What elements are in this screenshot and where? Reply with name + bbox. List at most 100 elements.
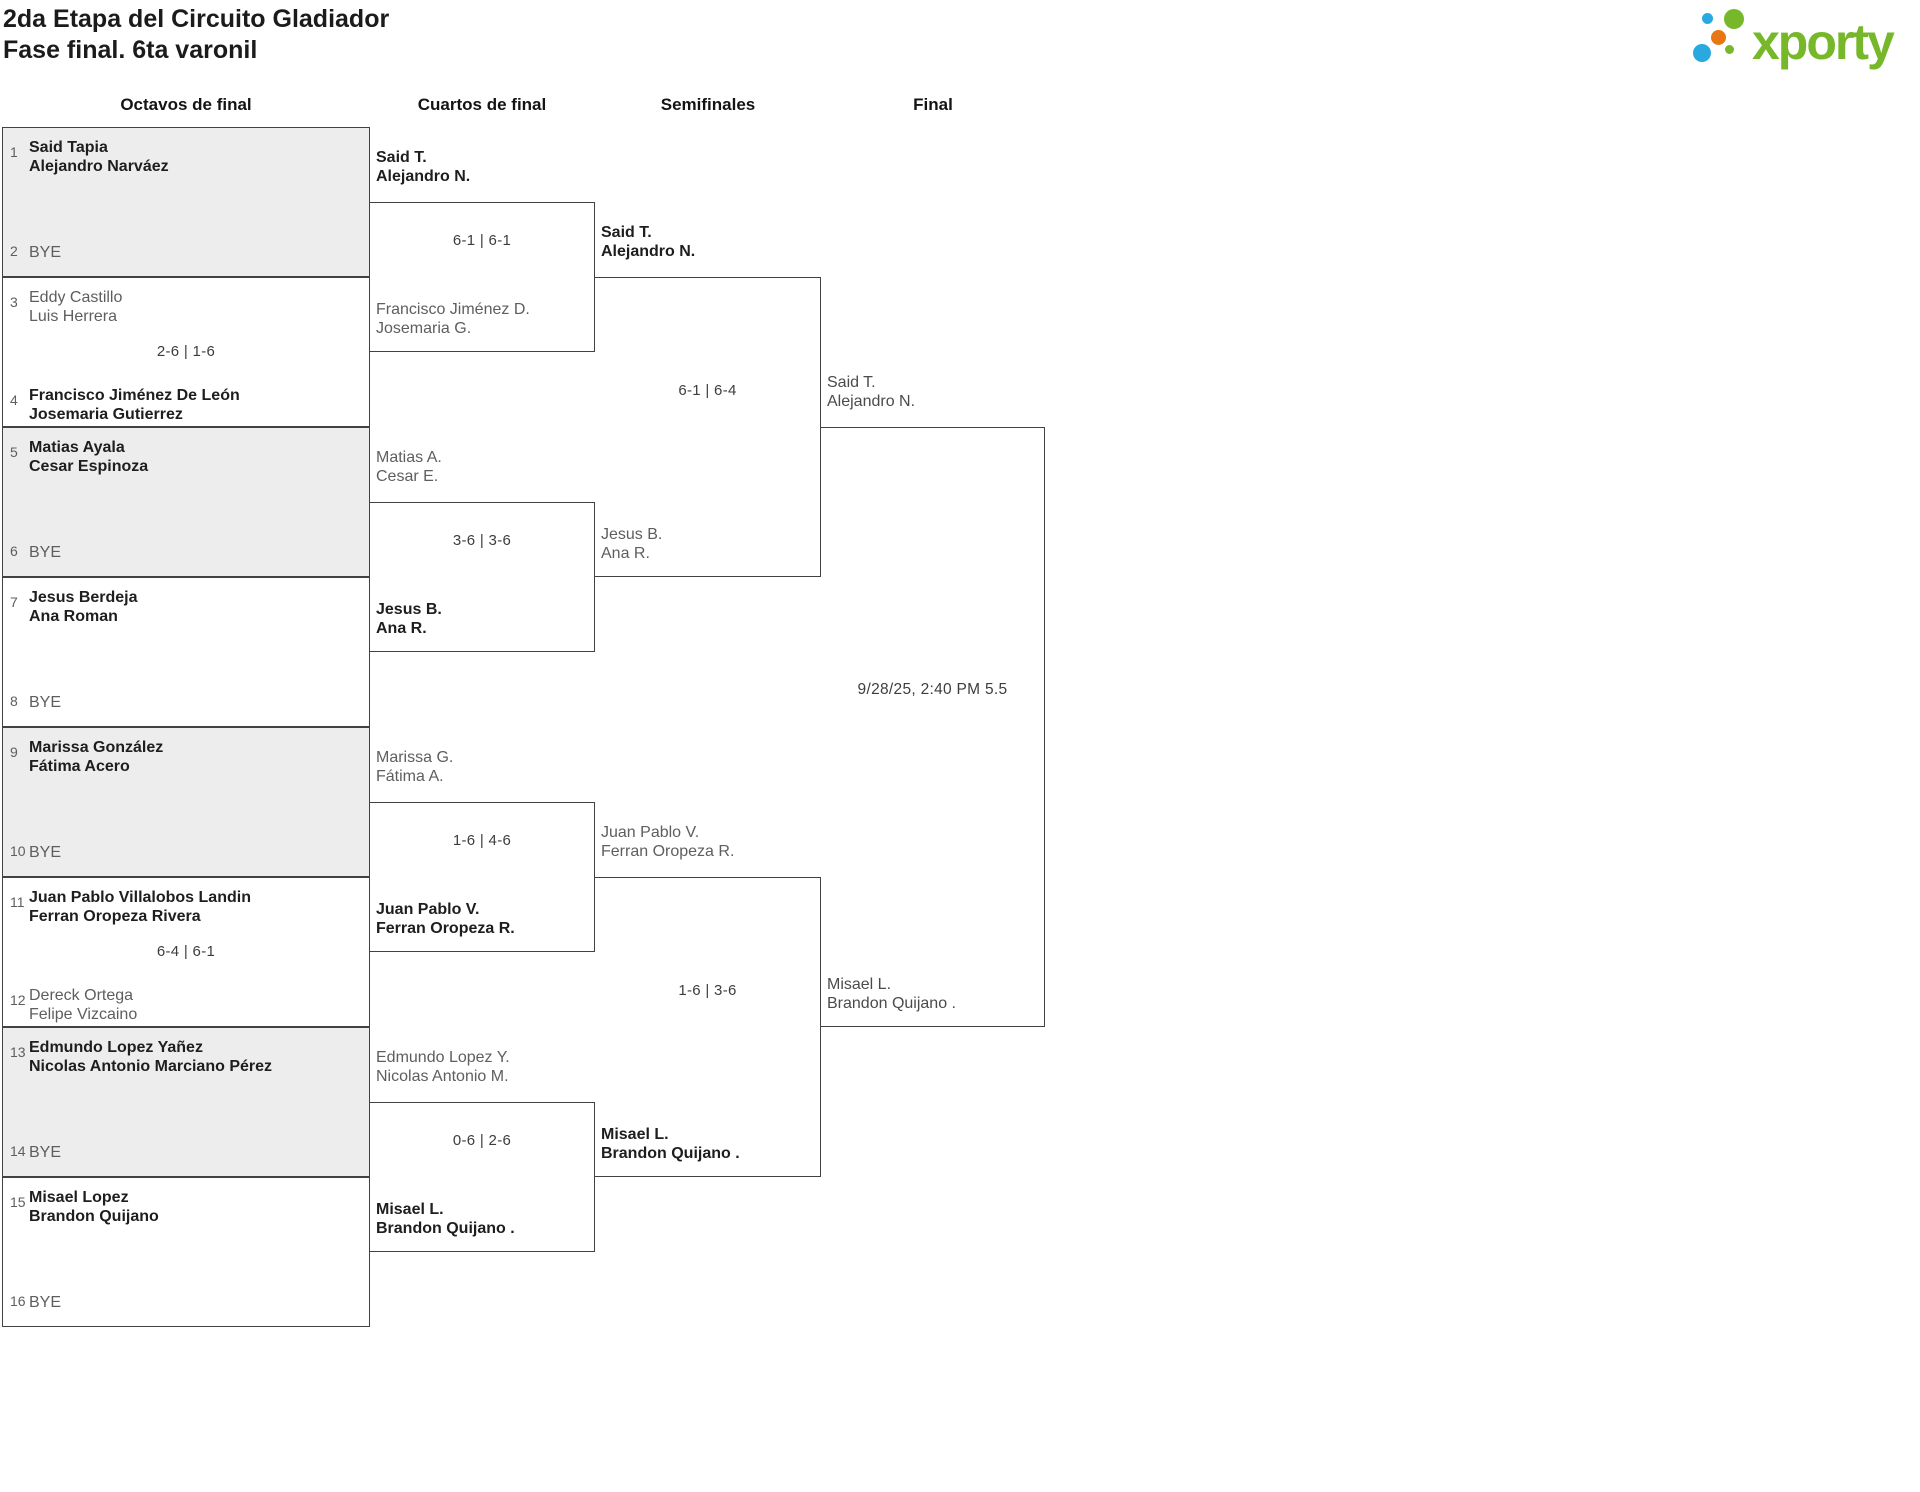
team-name: Ana Roman <box>29 608 118 625</box>
seed-number: 3 <box>10 294 18 310</box>
page-title: 2da Etapa del Circuito Gladiador <box>3 5 390 33</box>
team-name: Cesar Espinoza <box>29 458 149 475</box>
team-name: Edmundo Lopez Yañez <box>29 1039 203 1056</box>
match-score: 1-6 | 4-6 <box>452 832 512 849</box>
team-name: Brandon Quijano . <box>827 995 956 1012</box>
team-name: Ferran Oropeza Rivera <box>29 908 201 925</box>
team-name: Felipe Vizcaino <box>29 1006 138 1023</box>
team-name: Ana R. <box>376 620 427 637</box>
team-name: Misael L. <box>601 1126 669 1143</box>
match-score: 6-4 | 6-1 <box>156 943 216 960</box>
team-name: Edmundo Lopez Y. <box>376 1049 510 1066</box>
seed-number: 15 <box>10 1194 26 1210</box>
match-box-octavos-5: 9 Marissa González Fátima Acero 10 BYE <box>2 727 370 877</box>
seed-number: 10 <box>10 843 26 859</box>
team-name: Ferran Oropeza R. <box>376 920 515 937</box>
match-score: 2-6 | 1-6 <box>156 343 216 360</box>
seed-number: 12 <box>10 992 26 1008</box>
team-name: Francisco Jiménez D. <box>376 301 530 318</box>
team-name: Fátima A. <box>376 768 444 785</box>
match-score: 6-1 | 6-1 <box>452 232 512 249</box>
logo-dot-blue-small <box>1702 13 1713 24</box>
seed-number: 4 <box>10 392 18 408</box>
team-name: Nicolas Antonio Marciano Pérez <box>29 1058 273 1075</box>
match-box-octavos-3: 5 Matias Ayala Cesar Espinoza 6 BYE <box>2 427 370 577</box>
team-name: Cesar E. <box>376 468 439 485</box>
seed-number: 16 <box>10 1293 26 1309</box>
bye-label: BYE <box>29 1294 62 1311</box>
team-name: Juan Pablo V. <box>376 901 480 918</box>
match-box-octavos-8: 15 Misael Lopez Brandon Quijano 16 BYE <box>2 1177 370 1327</box>
match-box-cuartos-2: Matias A. Cesar E. 3-6 | 3-6 Jesus B. An… <box>370 449 595 652</box>
team-name: Alejandro N. <box>376 168 471 185</box>
team-name: Said T. <box>827 374 876 391</box>
seed-number: 7 <box>10 594 18 610</box>
bye-label: BYE <box>29 544 62 561</box>
match-box-semifinal-2: Juan Pablo V. Ferran Oropeza R. 1-6 | 3-… <box>595 824 821 1177</box>
match-box-final: Said T. Alejandro N. 9/28/25, 2:40 PM 5.… <box>821 374 1045 1027</box>
team-name: Alejandro N. <box>601 243 696 260</box>
match-box-cuartos-1: Said T. Alejandro N. 6-1 | 6-1 Francisco… <box>370 149 595 352</box>
logo-dot-green-small <box>1725 45 1734 54</box>
team-name: Jesus B. <box>376 601 442 618</box>
round-header-octavos: Octavos de final <box>120 95 252 114</box>
match-score: 3-6 | 3-6 <box>452 532 512 549</box>
team-name: Matias A. <box>376 449 442 466</box>
team-name: Misael Lopez <box>29 1189 129 1206</box>
bye-label: BYE <box>29 844 62 861</box>
match-box-octavos-1: 1 Said Tapia Alejandro Narváez 2 BYE <box>2 127 370 277</box>
team-name: Marissa G. <box>376 749 454 766</box>
team-name: Josemaria G. <box>376 320 472 337</box>
seed-number: 13 <box>10 1044 26 1060</box>
bye-label: BYE <box>29 1144 62 1161</box>
team-name: Ferran Oropeza R. <box>601 843 735 860</box>
match-box-cuartos-4: Edmundo Lopez Y. Nicolas Antonio M. 0-6 … <box>370 1049 595 1252</box>
match-box-octavos-4: 7 Jesus Berdeja Ana Roman 8 BYE <box>2 577 370 727</box>
team-name: Misael L. <box>827 976 892 993</box>
team-name: Dereck Ortega <box>29 987 134 1004</box>
team-name: Said Tapia <box>29 139 108 156</box>
team-name: Fátima Acero <box>29 758 130 775</box>
match-box-octavos-2: 3 Eddy Castillo Luis Herrera 2-6 | 1-6 4… <box>2 277 370 427</box>
match-schedule: 9/28/25, 2:40 PM 5.5 <box>857 681 1008 698</box>
team-name: Juan Pablo Villalobos Landin <box>29 889 251 906</box>
round-header-semifinales: Semifinales <box>660 95 756 114</box>
team-name: Brandon Quijano . <box>601 1145 740 1162</box>
match-box-octavos-6: 11 Juan Pablo Villalobos Landin Ferran O… <box>2 877 370 1027</box>
logo-dot-blue-large <box>1693 44 1711 62</box>
logo-wordmark: xporty <box>1752 14 1895 70</box>
seed-number: 8 <box>10 693 18 709</box>
seed-number: 2 <box>10 243 18 259</box>
team-name: Josemaria Gutierrez <box>29 406 183 423</box>
team-name: Alejandro N. <box>827 393 916 410</box>
team-name: Alejandro Narváez <box>29 158 169 175</box>
match-score: 0-6 | 2-6 <box>452 1132 512 1149</box>
team-name: Jesus B. <box>601 526 663 543</box>
seed-number: 11 <box>10 894 25 910</box>
match-box-octavos-7: 13 Edmundo Lopez Yañez Nicolas Antonio M… <box>2 1027 370 1177</box>
team-name: Nicolas Antonio M. <box>376 1068 509 1085</box>
logo-dot-orange <box>1711 30 1726 45</box>
seed-number: 5 <box>10 444 18 460</box>
team-name: Francisco Jiménez De León <box>29 387 240 404</box>
round-header-final: Final <box>913 95 953 114</box>
team-name: Said T. <box>376 149 427 166</box>
team-name: Brandon Quijano . <box>376 1220 515 1237</box>
round-header-cuartos: Cuartos de final <box>417 95 547 114</box>
team-name: Said T. <box>601 224 652 241</box>
team-name: Luis Herrera <box>29 308 118 325</box>
match-box-semifinal-1: Said T. Alejandro N. 6-1 | 6-4 Jesus B. … <box>595 224 821 577</box>
match-score: 1-6 | 3-6 <box>678 982 737 999</box>
team-name: Brandon Quijano <box>29 1208 159 1225</box>
seed-number: 14 <box>10 1143 26 1159</box>
seed-number: 6 <box>10 543 18 559</box>
page-subtitle: Fase final. 6ta varonil <box>3 36 258 64</box>
match-score: 6-1 | 6-4 <box>678 382 737 399</box>
bye-label: BYE <box>29 244 62 261</box>
team-name: Jesus Berdeja <box>29 589 138 606</box>
team-name: Ana R. <box>601 545 650 562</box>
seed-number: 9 <box>10 744 18 760</box>
team-name: Juan Pablo V. <box>601 824 700 841</box>
team-name: Misael L. <box>376 1201 444 1218</box>
match-box-cuartos-3: Marissa G. Fátima A. 1-6 | 4-6 Juan Pabl… <box>370 749 595 952</box>
